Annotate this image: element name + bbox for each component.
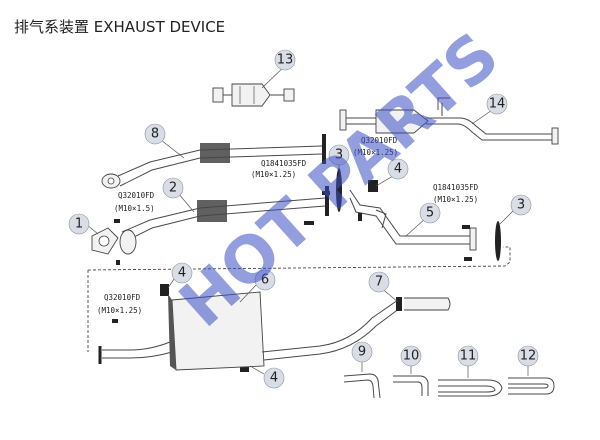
part-12-hanger [508, 377, 555, 395]
svg-text:10: 10 [403, 349, 420, 364]
part-11-hanger [438, 379, 503, 397]
svg-text:2: 2 [169, 181, 177, 196]
svg-text:4: 4 [178, 266, 186, 281]
bubble-4-bottom: 4 [263, 367, 285, 389]
bubble-3-right: 3 [510, 194, 532, 216]
part-8-front-pipe-upper [101, 134, 326, 189]
part-14-converter-pipe [339, 97, 559, 145]
bubble-9: 9 [351, 341, 373, 363]
spec-m10-125-right: (M10×1.25) [433, 195, 478, 204]
bubble-6: 6 [254, 269, 276, 291]
bubble-8: 8 [144, 123, 166, 145]
bubble-1: 1 [68, 213, 90, 235]
bubble-4-top: 4 [387, 158, 409, 180]
bubble-11: 11 [457, 345, 479, 367]
svg-text:4: 4 [270, 371, 278, 386]
part-9-hanger [343, 373, 381, 399]
spec-q1841-mid: Q1841035FD [261, 159, 307, 168]
spec-bolts [112, 191, 472, 323]
leader-lines [85, 59, 529, 378]
part-13-catalytic-converter [212, 83, 295, 107]
bubble-4-left: 4 [171, 262, 193, 284]
watermark: HOT PARTS [166, 19, 513, 342]
spec-m10-15: (M10×1.5) [114, 204, 155, 213]
specification-labels: Q32010FD (M10×1.25) Q1841035FD (M10×1.25… [97, 136, 479, 315]
spec-m10-125-bottom: (M10×1.25) [97, 306, 142, 315]
bubble-13: 13 [274, 49, 296, 71]
svg-text:4: 4 [394, 162, 402, 177]
bubble-12: 12 [517, 345, 539, 367]
spec-q32010-bottom: Q32010FD [104, 293, 141, 302]
spec-m10-125-mid: (M10×1.25) [251, 170, 296, 179]
svg-text:1: 1 [75, 217, 83, 232]
svg-text:3: 3 [517, 198, 525, 213]
svg-text:14: 14 [489, 97, 506, 112]
svg-text:7: 7 [375, 275, 383, 290]
bubble-7: 7 [368, 271, 390, 293]
assembly-boundary [87, 246, 511, 352]
svg-text:3: 3 [335, 148, 343, 163]
part-2-front-pipe-lower [121, 186, 329, 243]
spec-q32010-top: Q32010FD [361, 136, 398, 145]
svg-text:5: 5 [426, 206, 434, 221]
part-1-flange [91, 227, 137, 265]
part-3-gaskets [336, 168, 501, 261]
part-number-bubbles: 13 14 8 3 4 2 3 5 1 4 6 7 4 9 10 11 12 [68, 49, 539, 389]
bubble-14: 14 [486, 93, 508, 115]
svg-text:8: 8 [151, 127, 159, 142]
svg-text:6: 6 [261, 273, 269, 288]
spec-q32010-left: Q32010FD [118, 191, 155, 200]
bubble-2: 2 [162, 177, 184, 199]
svg-text:13: 13 [277, 53, 294, 68]
part-5-intermediate-pipe [349, 189, 477, 251]
spec-q1841-right: Q1841035FD [433, 183, 479, 192]
bubble-3-top: 3 [328, 144, 350, 166]
svg-text:12: 12 [520, 349, 537, 364]
diagram-title: 排气系装置 EXHAUST DEVICE [14, 18, 225, 36]
bubble-10: 10 [400, 345, 422, 367]
spec-m10-125-top: (M10×1.25) [353, 148, 398, 157]
part-6-muffler [98, 291, 451, 371]
svg-text:9: 9 [358, 345, 366, 360]
bubble-5: 5 [419, 202, 441, 224]
svg-text:11: 11 [460, 349, 477, 364]
part-10-hanger [393, 375, 429, 396]
